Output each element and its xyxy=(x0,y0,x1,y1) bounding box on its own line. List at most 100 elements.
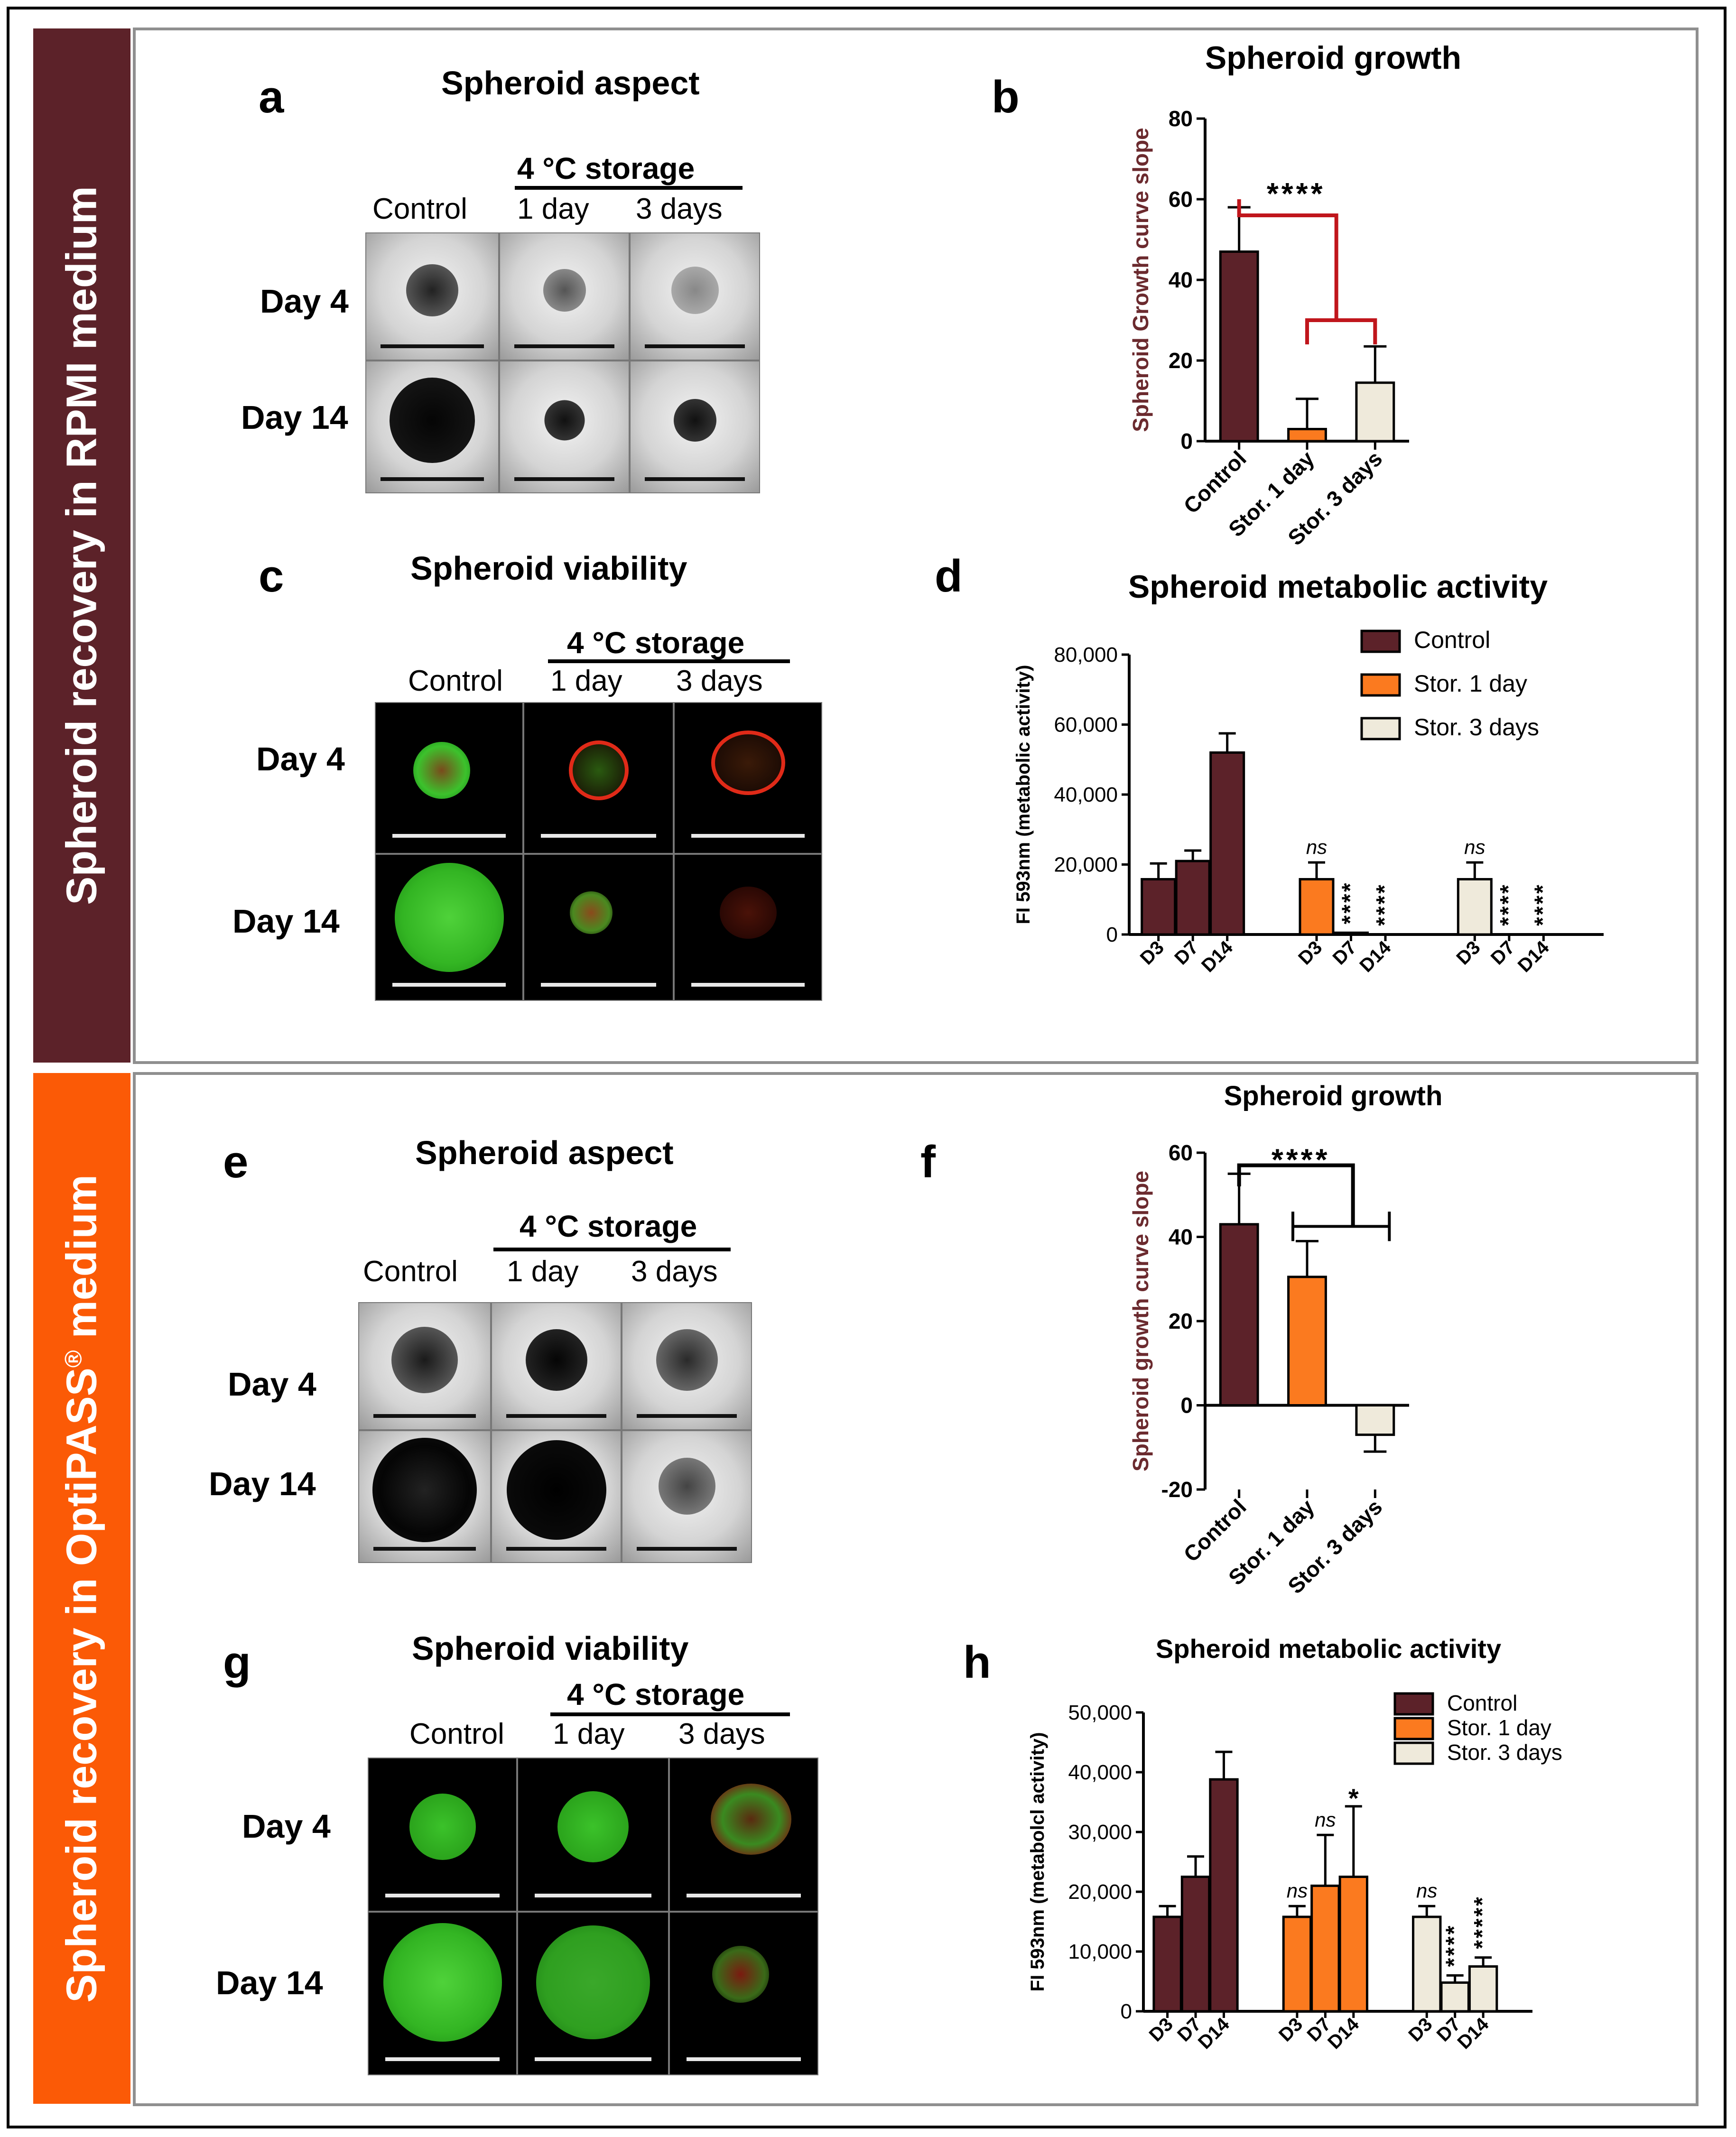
significance-label: **** xyxy=(1267,176,1326,211)
chart-title: Spheroid metabolic activity xyxy=(1156,1634,1501,1664)
chart-title: Spheroid growth xyxy=(1224,1081,1443,1111)
significance-label: **** xyxy=(1372,883,1397,926)
scale-bar xyxy=(506,1547,606,1551)
panel-c-col-1day: 1 day xyxy=(550,665,622,697)
spheroid xyxy=(372,1438,477,1543)
scale-bar xyxy=(392,834,506,838)
scale-bar xyxy=(373,1414,476,1418)
significance-label: ns xyxy=(1306,836,1327,858)
image-e-3days-day4 xyxy=(622,1302,752,1430)
y-axis-label: FI 593nm (metabolic activity) xyxy=(1013,665,1034,925)
bar xyxy=(1440,1981,1470,2013)
panel-c-row-day4: Day 4 xyxy=(256,740,345,777)
spheroid-live xyxy=(409,1794,476,1860)
spheroid xyxy=(506,1440,606,1540)
spheroid-live xyxy=(536,1925,650,2039)
y-tick-label: 0 xyxy=(1180,1393,1193,1418)
x-tick-label: D14 xyxy=(1324,2014,1364,2054)
image-e-control-day14 xyxy=(358,1430,491,1563)
scale-bar xyxy=(541,983,656,987)
panel-e-storage-label: 4 °C storage xyxy=(520,1209,697,1243)
y-tick-label: 60 xyxy=(1169,187,1193,212)
x-tick-label: D14 xyxy=(1194,2014,1234,2054)
y-tick-label: 20 xyxy=(1169,348,1193,373)
y-tick-label: 0 xyxy=(1106,923,1118,946)
x-tick-label: D3 xyxy=(1294,937,1326,969)
scale-bar xyxy=(541,834,656,838)
panel-e-col-3days: 3 days xyxy=(631,1255,718,1288)
scale-bar xyxy=(381,344,484,348)
bar xyxy=(1282,1915,1312,2013)
panel-e-row-day4: Day 4 xyxy=(228,1366,316,1403)
scale-bar xyxy=(687,2057,801,2061)
significance-label: ns xyxy=(1287,1879,1308,1902)
image-e-control-day4 xyxy=(358,1302,491,1430)
panel-g-storage-bracket xyxy=(550,1712,790,1716)
x-tick-label: D14 xyxy=(1198,937,1237,977)
spheroid-live xyxy=(383,1923,502,2042)
panel-e-col-1day: 1 day xyxy=(507,1255,579,1288)
y-tick-label: 80 xyxy=(1169,106,1193,131)
bar xyxy=(1299,878,1335,936)
panel-e-storage-bracket xyxy=(493,1248,731,1251)
significance-bracket xyxy=(1237,1163,1355,1227)
bar xyxy=(1287,1276,1327,1406)
bar xyxy=(1355,381,1395,443)
image-e-1day-day14 xyxy=(491,1430,622,1563)
spheroid-mixed xyxy=(569,891,613,934)
legend-swatch xyxy=(1360,717,1401,740)
legend-label: Control xyxy=(1447,1691,1517,1715)
scale-bar xyxy=(645,344,745,348)
x-tick-label: D7 xyxy=(1487,937,1519,969)
image-g-1day-day4 xyxy=(517,1758,669,1912)
spheroid-live xyxy=(394,862,504,972)
y-tick-label: 20,000 xyxy=(1054,853,1118,877)
x-tick-label: D3 xyxy=(1145,2014,1177,2045)
y-axis-label: FI 593nm (metabolcl activity) xyxy=(1027,1732,1048,1992)
significance-label: **** xyxy=(1442,1924,1467,1967)
panel-a-col-3days: 3 days xyxy=(636,193,723,225)
bar xyxy=(1412,1915,1442,2013)
panel-g-col-3days: 3 days xyxy=(678,1718,765,1750)
panel-c-row-day14: Day 14 xyxy=(232,903,340,940)
bar xyxy=(1219,250,1259,443)
legend-label: Stor. 1 day xyxy=(1414,670,1527,697)
y-tick-label: 60 xyxy=(1169,1140,1193,1165)
x-tick-label: D3 xyxy=(1275,2014,1307,2045)
image-c-3days-day4 xyxy=(674,702,822,854)
legend-label: Control xyxy=(1414,627,1490,653)
y-tick-label: 40 xyxy=(1169,268,1193,292)
panel-g-row-day4: Day 4 xyxy=(242,1808,331,1845)
spheroid xyxy=(525,1329,587,1391)
spheroid-dead xyxy=(719,887,777,939)
panel-g-storage-label: 4 °C storage xyxy=(567,1677,745,1711)
chart-h-metabolic-optipass: Spheroid metabolic activity FI 593nm (met… xyxy=(1027,1634,1562,2054)
x-tick-label: D7 xyxy=(1170,937,1202,969)
panel-a-storage-label: 4 °C storage xyxy=(517,151,695,185)
spheroid xyxy=(673,399,716,442)
spheroid xyxy=(656,1329,718,1391)
spheroid xyxy=(544,400,585,441)
panel-g-row-day14: Day 14 xyxy=(216,1964,323,2001)
scale-bar xyxy=(385,2057,500,2061)
image-a-control-day4 xyxy=(365,232,499,361)
panel-a-title: Spheroid aspect xyxy=(441,65,700,102)
chart-title: Spheroid growth xyxy=(1205,40,1461,76)
y-tick-label: 50,000 xyxy=(1068,1701,1132,1724)
panel-letter-d: d xyxy=(935,551,963,601)
significance-bracket xyxy=(1291,1212,1391,1241)
image-c-1day-day4 xyxy=(523,702,674,854)
y-axis-label: Spheroid Growth curve slope xyxy=(1128,128,1153,432)
legend-label: Stor. 3 days xyxy=(1447,1740,1562,1765)
y-tick-label: 0 xyxy=(1121,2000,1132,2023)
y-tick-label: 40 xyxy=(1169,1225,1193,1249)
y-tick-label: -20 xyxy=(1161,1477,1193,1502)
image-a-1day-day4 xyxy=(499,232,630,361)
x-tick-label: D3 xyxy=(1136,937,1168,969)
scale-bar xyxy=(691,983,805,987)
panel-g-col-1day: 1 day xyxy=(553,1718,625,1750)
bar xyxy=(1333,931,1369,936)
